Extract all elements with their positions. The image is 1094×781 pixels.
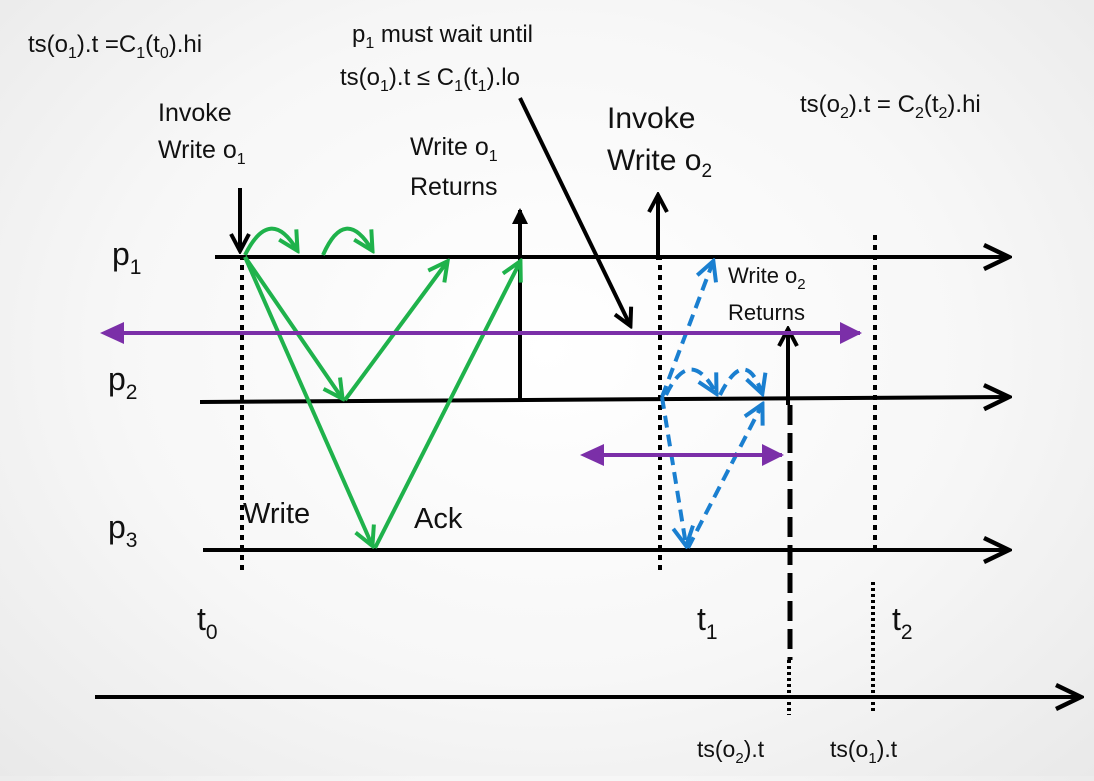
blue-messages: [660, 262, 762, 548]
must-wait-pointer: [518, 97, 630, 325]
green-messages: [243, 226, 520, 548]
invoke-o2-label-2: Write o2: [607, 144, 712, 182]
process-label-p2: p2: [108, 361, 137, 404]
uncertainty-interval-large: [100, 322, 862, 344]
returns-o1-label: Write o1: [410, 133, 498, 165]
must-wait-line2: ts(o1).t ≤ C1(t1).lo: [340, 64, 520, 95]
invoke-o1-label-2: Write o1: [158, 136, 246, 168]
write-label: Write: [243, 498, 310, 530]
ts-o1-annotation: ts(o1).t =C1(t0).hi: [28, 31, 202, 62]
process-line-p2: [199, 397, 1008, 402]
time-label-t1: t1: [697, 601, 718, 644]
bottom-ts-o2: ts(o2).t: [697, 736, 765, 767]
time-label-t2: t2: [892, 601, 913, 644]
time-label-t0: t0: [197, 601, 218, 644]
returns-o2-label: Write o2: [728, 263, 806, 293]
invoke-o1-label: Invoke: [158, 99, 232, 127]
must-wait-line1: p1 must wait until: [352, 21, 533, 52]
ack-label: Ack: [414, 503, 463, 535]
process-label-p1: p1: [112, 236, 141, 279]
uncertainty-interval-small: [580, 444, 784, 466]
bottom-ts-o1: ts(o1).t: [830, 736, 898, 767]
returns-o1-label-2: Returns: [410, 173, 498, 201]
invoke-o2-label: Invoke: [607, 102, 695, 135]
returns-o2-label-2: Returns: [728, 300, 805, 325]
ts-o2-annotation: ts(o2).t = C2(t2).hi: [800, 91, 981, 122]
process-label-p3: p3: [108, 509, 137, 552]
